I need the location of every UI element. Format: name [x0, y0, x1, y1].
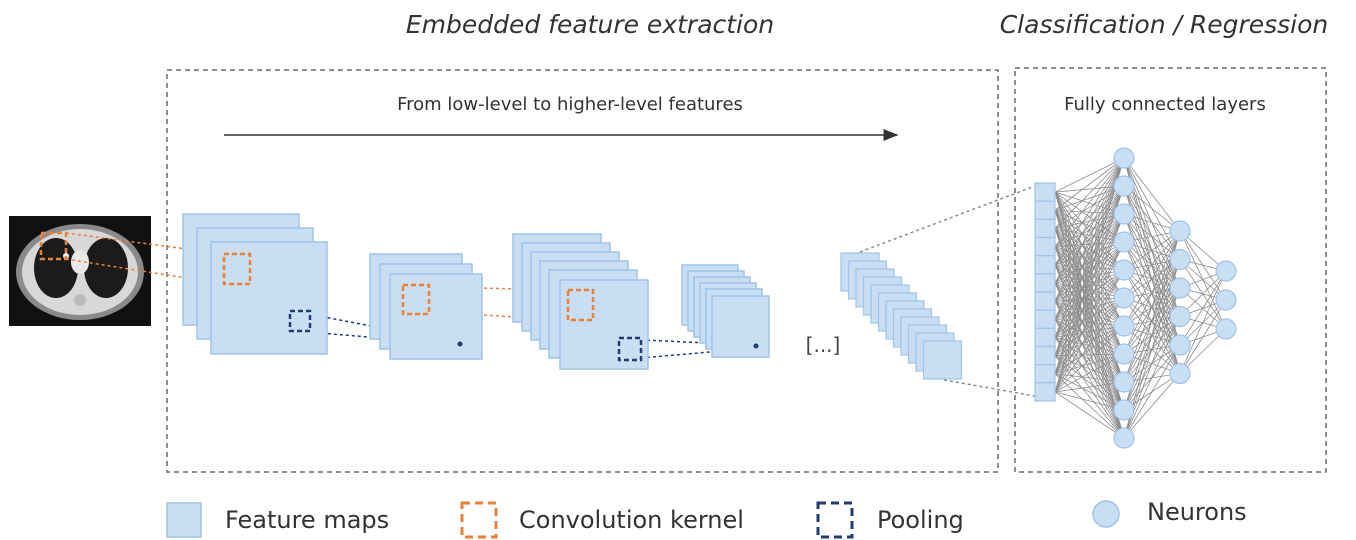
flattened-unit: [1034, 273, 1056, 293]
legend-feature-maps-swatch: [166, 502, 202, 538]
neuron: [1113, 287, 1135, 309]
feature-map-stack-1: [182, 213, 328, 355]
legend-convolution-swatch: [460, 501, 498, 539]
neuron: [1113, 203, 1135, 225]
low-to-high-label: From low-level to higher-level features: [397, 94, 743, 115]
neuron: [1113, 343, 1135, 365]
legend-pooling-swatch: [816, 501, 854, 539]
neuron: [1113, 259, 1135, 281]
flattened-unit: [1034, 236, 1056, 257]
feature-extraction-box: [166, 69, 999, 473]
neuron: [1215, 260, 1237, 282]
convolution-kernel-box-3: [566, 288, 595, 322]
pooling-box-2: [617, 336, 643, 362]
legend: Feature maps Convolution kernel Pooling …: [166, 498, 1247, 539]
feature-map-stack-2: [369, 253, 483, 360]
feature-map-stack-3: [512, 233, 649, 370]
legend-feature-maps-label: Feature maps: [225, 506, 389, 534]
neuron: [1169, 220, 1191, 242]
flattened-unit: [1034, 309, 1056, 329]
flattened-unit: [1034, 182, 1056, 202]
fully-connected-network: [1034, 147, 1237, 449]
neuron: [1113, 399, 1135, 421]
flattened-unit: [1034, 218, 1056, 239]
feature-extraction-title: Embedded feature extraction: [406, 10, 774, 39]
neuron: [1169, 362, 1191, 385]
fully-connected-label: Fully connected layers: [1064, 94, 1266, 115]
ellipsis-label: [...]: [806, 333, 841, 357]
feature-map-5: [922, 340, 963, 380]
network-edges: [1054, 157, 1227, 439]
neuron: [1169, 277, 1191, 299]
neuron: [1113, 315, 1135, 337]
legend-neuron-swatch: [1092, 500, 1120, 528]
neuron: [1113, 371, 1135, 393]
classification-box: [1014, 67, 1327, 473]
feature-map-stack-4: [681, 264, 770, 358]
flattened-unit: [1034, 382, 1056, 402]
pooling-box-1: [288, 309, 312, 333]
flattened-unit: [1034, 200, 1056, 220]
pooled-point-2: [753, 343, 759, 349]
flattened-unit: [1034, 364, 1056, 384]
neuron: [1113, 427, 1135, 449]
legend-pooling-label: Pooling: [877, 506, 964, 534]
legend-convolution-label: Convolution kernel: [519, 506, 744, 534]
pooled-point-1: [457, 341, 463, 347]
neuron: [1113, 175, 1135, 197]
neuron: [1169, 334, 1191, 356]
classification-title: Classification / Regression: [1000, 10, 1329, 39]
neuron: [1113, 231, 1135, 253]
flattened-unit: [1034, 345, 1056, 366]
flattened-unit: [1034, 327, 1056, 348]
flattened-unit: [1034, 291, 1056, 311]
convolution-kernel-box-1: [222, 252, 252, 286]
convolution-kernel-box-2: [401, 283, 431, 316]
neuron: [1215, 318, 1237, 340]
feature-map-stack-5: [840, 252, 963, 380]
neuron: [1215, 289, 1237, 311]
neuron: [1169, 248, 1191, 271]
neuron: [1113, 147, 1135, 169]
neuron: [1169, 305, 1191, 328]
input-ct-image: [9, 216, 151, 326]
flattened-unit: [1034, 255, 1056, 275]
legend-neurons-label: Neurons: [1147, 498, 1247, 526]
